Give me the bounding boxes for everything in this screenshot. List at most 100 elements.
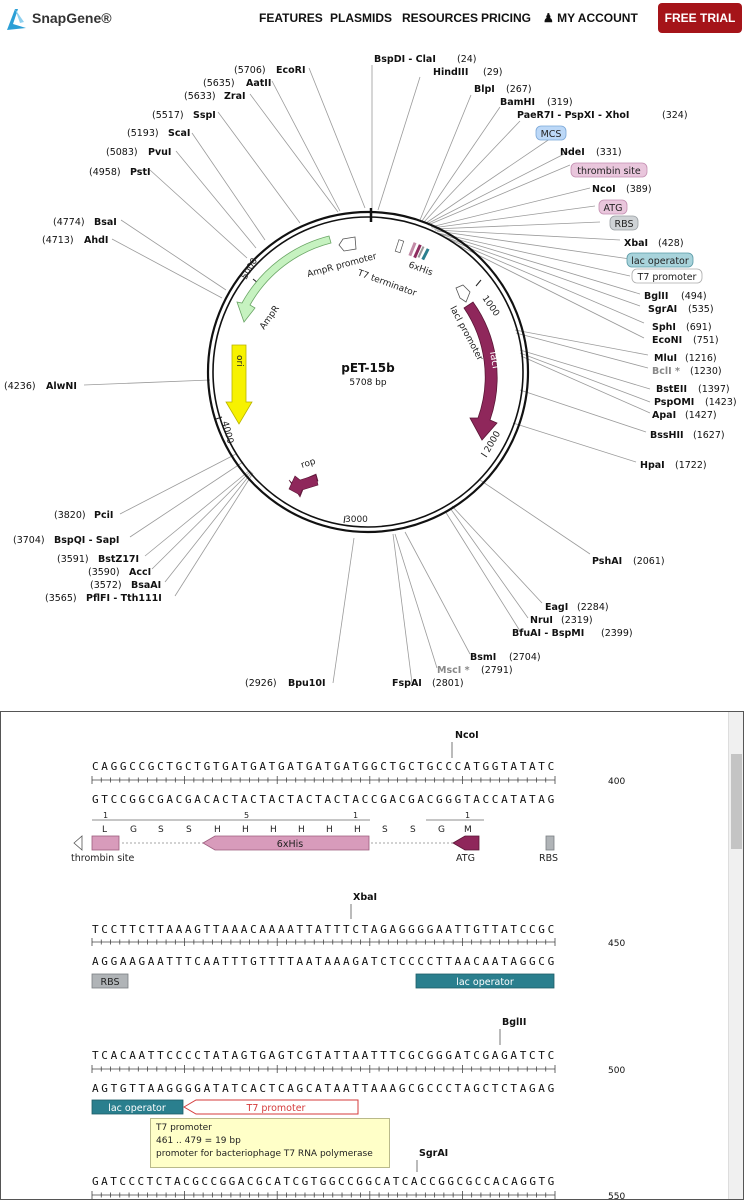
enzyme-apai[interactable]: ApaI <box>652 410 676 421</box>
seq-bottom-strand[interactable]: GTCCGGCGACGACACTACTACTACTACTACCGACGACGGG… <box>92 793 555 806</box>
atg-tag[interactable] <box>598 199 628 215</box>
enzyme-bsaai[interactable]: BsaAI <box>131 580 161 591</box>
enzyme-pflfi-tth111i[interactable]: PflFI - Tth111I <box>86 593 162 604</box>
seq-top-strand[interactable]: GATCCCTCTACGCCGGACGCATCGTGGCCGGCATCACCGG… <box>92 1175 555 1188</box>
lac-operator-feature-box[interactable] <box>415 973 555 989</box>
nav-resources[interactable]: RESOURCES <box>402 11 479 25</box>
enzyme-bfuai-bspmi-pos: (2399) <box>601 628 633 639</box>
ampr-feature[interactable] <box>236 235 332 323</box>
enzyme-pspomi-pos: (1423) <box>705 397 737 408</box>
mcs-tag[interactable] <box>535 125 567 141</box>
seq-enzyme-bglii[interactable]: BglII <box>502 1017 526 1028</box>
ori-feature[interactable] <box>225 344 253 425</box>
nav-plasmids[interactable]: PLASMIDS <box>330 11 393 25</box>
seq-enzyme-xbai[interactable]: XbaI <box>353 892 377 903</box>
enzyme-mlui[interactable]: MluI <box>654 353 677 364</box>
seq-top-strand[interactable]: TCACAATTCCCCTATAGTGAGTCGTATTAATTTCGCGGGA… <box>92 1049 555 1062</box>
tick-label-5000: 5000 <box>240 256 260 281</box>
atg-feature[interactable] <box>413 244 422 259</box>
seq-top-strand[interactable]: TCCTTCTTAAAGTTAAACAAAATTATTTCTAGAGGGGAAT… <box>92 923 555 936</box>
nav-my-account[interactable]: ♟ MY ACCOUNT <box>543 11 638 25</box>
enzyme-zrai[interactable]: ZraI <box>224 91 246 102</box>
enzyme-ahdi[interactable]: AhdI <box>84 235 108 246</box>
enzyme-bcli[interactable]: BclI * <box>652 366 680 377</box>
enzyme-msci[interactable]: MscI * <box>437 665 470 676</box>
enzyme-hpai[interactable]: HpaI <box>640 460 665 471</box>
enzyme-bfuai-bspmi[interactable]: BfuAI - BspMI <box>512 628 584 639</box>
enzyme-alwni[interactable]: AlwNI <box>46 381 77 392</box>
enzyme-bamhi[interactable]: BamHI <box>500 97 535 108</box>
lac-operator-tag[interactable] <box>626 252 694 268</box>
enzyme-ncoi[interactable]: NcoI <box>592 184 616 195</box>
seq-enzyme-ncoi[interactable]: NcoI <box>455 730 479 741</box>
rbs-feature-box[interactable] <box>545 835 555 851</box>
enzyme-eagi[interactable]: EagI <box>545 602 568 613</box>
snapgene-logo[interactable]: SnapGene® <box>4 6 124 32</box>
his-tag-feature[interactable] <box>202 835 370 851</box>
enzyme-pvui[interactable]: PvuI <box>148 147 171 158</box>
enzyme-bsteii[interactable]: BstEII <box>656 384 687 395</box>
enzyme-econi[interactable]: EcoNI <box>652 335 682 346</box>
his-feature[interactable] <box>408 242 417 257</box>
enzyme-bglii[interactable]: BglII <box>644 291 668 302</box>
enzyme-blpi[interactable]: BlpI <box>474 84 495 95</box>
enzyme-sphi[interactable]: SphI <box>652 322 676 333</box>
amino-acid: H <box>298 825 305 835</box>
enzyme-fspai[interactable]: FspAI <box>392 678 422 689</box>
backbone-inner <box>212 216 524 528</box>
nav-features[interactable]: FEATURES <box>259 11 323 25</box>
enzyme-bspdi-clai[interactable]: BspDI - ClaI <box>374 54 436 65</box>
enzyme-bstz17i[interactable]: BstZ17I <box>98 554 139 565</box>
free-trial-button[interactable]: FREE TRIAL <box>658 3 742 33</box>
enzyme-ecori[interactable]: EcoRI <box>276 65 306 76</box>
t7-promoter-feature-box[interactable] <box>183 1099 359 1115</box>
enzyme-bstz17i-pos: (3591) <box>57 554 89 565</box>
enzyme-pspomi[interactable]: PspOMI <box>654 397 694 408</box>
thrombin-site-tag[interactable] <box>570 162 648 178</box>
enzyme-bsshii[interactable]: BssHII <box>650 430 684 441</box>
scrollbar-thumb[interactable] <box>731 754 742 849</box>
enzyme-bsmi[interactable]: BsmI <box>470 652 496 663</box>
enzyme-xbai[interactable]: XbaI <box>624 238 648 249</box>
tick-label-1000: 1000 <box>480 294 501 319</box>
atg-feature-box[interactable] <box>452 835 480 851</box>
enzyme-ndei-pos: (331) <box>596 147 622 158</box>
lac-operator-tag-label: lac operator <box>631 256 689 267</box>
seq-enzyme-sgrai[interactable]: SgrAI <box>419 1148 448 1159</box>
enzyme-sgrai[interactable]: SgrAI <box>648 304 677 315</box>
logo-text: SnapGene® <box>32 10 112 26</box>
t7-terminator-feature[interactable] <box>394 239 405 254</box>
laci-feature[interactable] <box>463 301 498 441</box>
enzyme-aatii[interactable]: AatII <box>246 78 271 89</box>
enzyme-pshai[interactable]: PshAI <box>592 556 622 567</box>
lac-operator-feature[interactable] <box>421 248 430 261</box>
laci-promoter-feature[interactable] <box>455 284 471 303</box>
thrombin-site-feature[interactable] <box>91 835 120 851</box>
seq-bottom-strand[interactable]: AGTGTTAAGGGGATATCACTCAGCATAATTAAAGCGCCCT… <box>92 1082 555 1095</box>
nav-pricing[interactable]: PRICING <box>481 11 532 25</box>
enzyme-bsai[interactable]: BsaI <box>94 217 117 228</box>
enzyme-bpu10i[interactable]: Bpu10I <box>288 678 326 689</box>
ampr-promoter-feature[interactable] <box>338 236 357 252</box>
enzyme-hindiii[interactable]: HindIII <box>433 67 468 78</box>
enzyme-nrui[interactable]: NruI <box>530 615 553 626</box>
t7-promoter-tag[interactable] <box>631 268 703 284</box>
seq-bottom-strand[interactable]: AGGAAGAATTTCAATTTGTTTTAATAAAGATCTCCCCTTA… <box>92 955 555 968</box>
enzyme-bspqi-sapi[interactable]: BspQI - SapI <box>54 535 119 546</box>
rbs-feature[interactable] <box>417 246 425 258</box>
seq-top-strand[interactable]: CAGGCCGCTGCTGTGATGATGATGATGATGGCTGCTGCCC… <box>92 760 555 773</box>
laci-label: lacI <box>487 351 501 370</box>
enzyme-scai[interactable]: ScaI <box>168 128 190 139</box>
enzyme-acci[interactable]: AccI <box>129 567 151 578</box>
enzyme-ndei[interactable]: NdeI <box>560 147 585 158</box>
enzyme-pcii[interactable]: PciI <box>94 510 113 521</box>
rbs-tag[interactable] <box>609 215 639 231</box>
enzyme-paer7i-pspxi-xhoi[interactable]: PaeR7I - PspXI - XhoI <box>517 110 629 121</box>
lac-operator-feature-box[interactable] <box>91 1099 184 1115</box>
rbs-feature-box[interactable] <box>91 973 129 989</box>
rop-arrow[interactable] <box>288 474 319 496</box>
enzyme-psti[interactable]: PstI <box>130 167 151 178</box>
enzyme-pvui-pos: (5083) <box>106 147 138 158</box>
enzyme-sspi[interactable]: SspI <box>193 110 216 121</box>
vertical-scrollbar[interactable] <box>728 712 743 1199</box>
